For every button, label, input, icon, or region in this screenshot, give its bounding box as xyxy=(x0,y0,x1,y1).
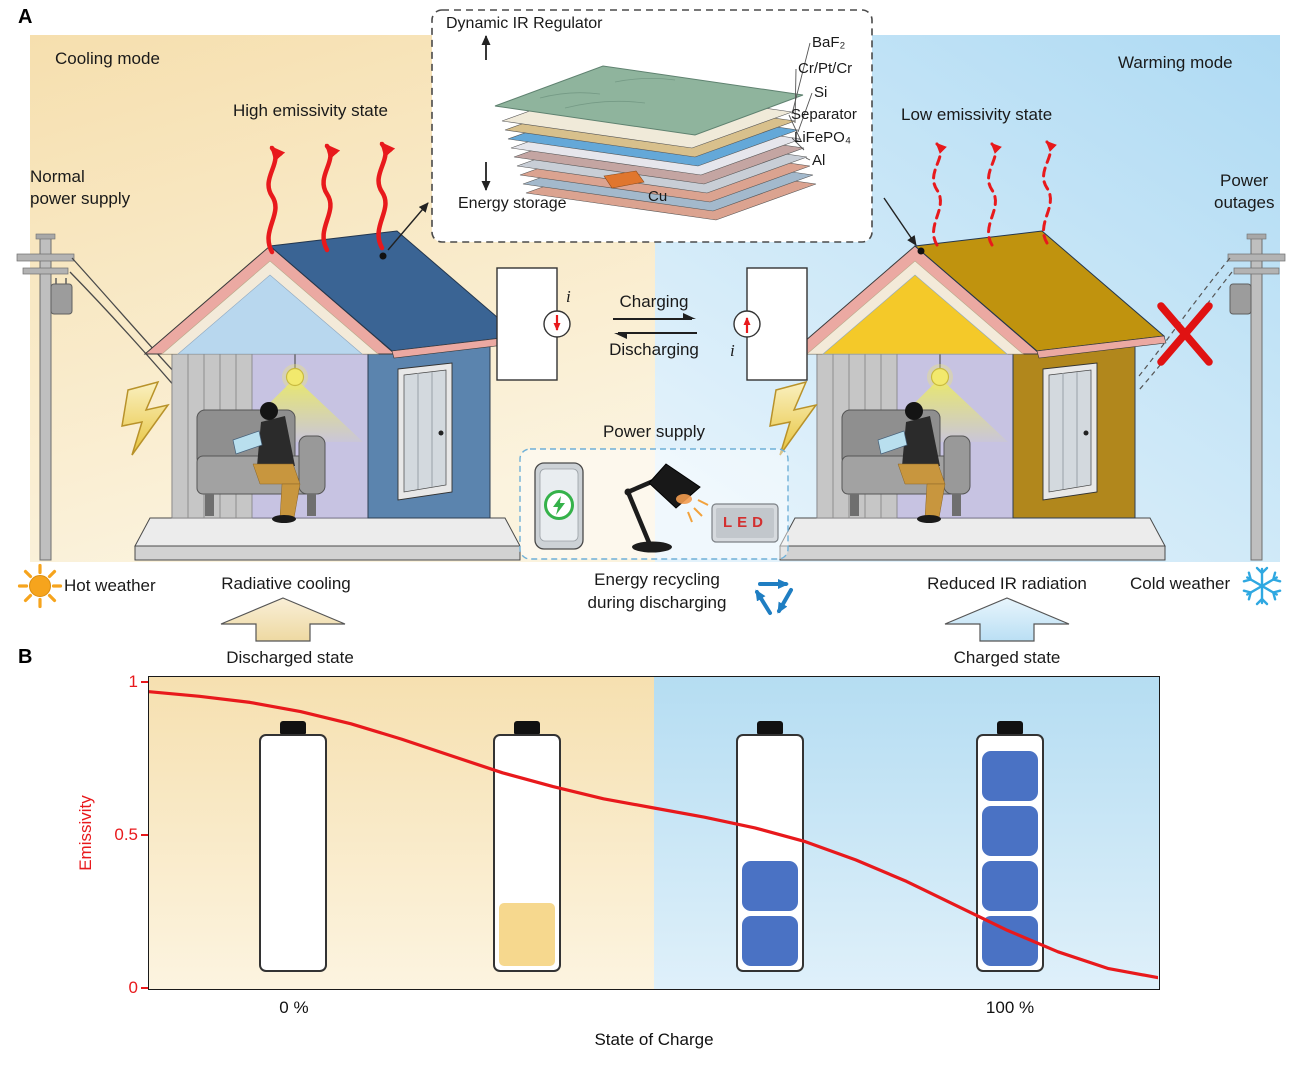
roof-dot-right xyxy=(917,247,925,255)
battery-icon xyxy=(974,721,1046,972)
normal-power-line2: power supply xyxy=(30,189,131,208)
x-tick-label: 100 % xyxy=(985,998,1035,1017)
panel-b-label: B xyxy=(18,646,33,668)
roof-dot-left xyxy=(379,252,387,260)
cooling-mode-label: Cooling mode xyxy=(55,49,160,68)
energy-recycling-line1: Energy recycling xyxy=(594,570,720,589)
lightning-bolt-left xyxy=(121,380,170,456)
y-tick-label: 0 xyxy=(128,977,138,997)
battery-body xyxy=(259,734,328,972)
led-sign xyxy=(711,503,779,543)
phone-icon xyxy=(534,462,584,550)
y-tick-label: 1 xyxy=(128,671,138,691)
battery-cap xyxy=(996,721,1023,734)
block-arrow-charged xyxy=(944,597,1070,642)
battery-cell xyxy=(742,916,799,966)
chart-plot-area xyxy=(148,676,1160,990)
green-regulator-sheet xyxy=(494,65,804,136)
high-emissivity-label: High emissivity state xyxy=(233,101,388,120)
utility-pole-left xyxy=(16,233,75,561)
layer-label-al: Al xyxy=(812,152,826,169)
cold-weather-label: Cold weather xyxy=(1130,574,1231,593)
y-tick-mark xyxy=(141,833,148,836)
sun-icon xyxy=(17,563,63,609)
discharging-label: Discharging xyxy=(609,340,699,359)
cu-label: Cu xyxy=(648,188,668,205)
lightning-bolt-right xyxy=(769,380,818,456)
battery-icon xyxy=(734,721,806,972)
emission-arrows-low xyxy=(932,140,1057,247)
block-arrow-discharged xyxy=(220,597,346,642)
hot-weather-label: Hot weather xyxy=(64,576,156,595)
power-supply-box xyxy=(519,448,789,560)
normal-power-line1: Normal xyxy=(30,167,85,186)
emission-arrows-high xyxy=(266,141,396,255)
layer-label-crptcr: Cr/Pt/Cr xyxy=(798,60,853,77)
power-outages-line1: Power xyxy=(1220,171,1269,190)
layer-label-lifepo4: LiFePO₄ xyxy=(794,129,851,146)
electrode-tab xyxy=(603,170,645,189)
low-emissivity-label: Low emissivity state xyxy=(901,105,1053,124)
current-symbol-right: i xyxy=(730,341,735,360)
power-lines-right-cut xyxy=(1138,257,1233,391)
charge-bolt-icon xyxy=(553,496,565,515)
recycle-icon xyxy=(755,579,793,615)
battery-cell xyxy=(981,806,1038,856)
battery-cap xyxy=(513,721,540,734)
leader-arrow-left xyxy=(387,202,429,251)
emissivity-curve xyxy=(149,690,1158,980)
leader-arrow-right xyxy=(883,197,917,246)
layer-leader-lines xyxy=(788,42,813,161)
battery-cap xyxy=(757,721,784,734)
power-lines-left xyxy=(69,257,177,389)
charging-label: Charging xyxy=(619,292,689,311)
led-sign-text: LED xyxy=(723,514,768,531)
discharged-region xyxy=(149,677,654,989)
inset-storage-label: Energy storage xyxy=(458,195,567,212)
x-axis-title: State of Charge xyxy=(594,1030,714,1049)
layer-label-si: Si xyxy=(814,84,828,101)
y-axis-title: Emissivity xyxy=(76,795,95,871)
y-tick-label: 0.5 xyxy=(114,824,138,844)
y-tick-mark xyxy=(141,986,148,989)
lamp-light-rays xyxy=(687,499,709,523)
charged-state-label: Charged state xyxy=(953,648,1061,667)
battery-fill xyxy=(498,902,555,966)
discharged-state-label: Discharged state xyxy=(226,648,354,667)
reduced-ir-label: Reduced IR radiation xyxy=(927,574,1087,593)
layer-label-separator: Separator xyxy=(791,106,857,123)
energy-recycling-line2: during discharging xyxy=(587,593,727,612)
warming-mode-label: Warming mode xyxy=(1118,53,1233,72)
power-outage-x xyxy=(1157,302,1213,366)
utility-pole-right xyxy=(1227,233,1286,561)
radiative-cooling-label: Radiative cooling xyxy=(221,574,351,593)
x-tick-label: 0 % xyxy=(279,998,309,1017)
battery-icon xyxy=(257,721,329,972)
equilibrium-arrows xyxy=(613,313,697,339)
device-inset xyxy=(431,9,873,243)
layer-stack xyxy=(494,65,817,221)
circuit-left xyxy=(496,267,571,381)
inset-regulator-label: Dynamic IR Regulator xyxy=(446,15,603,32)
power-supply-label: Power supply xyxy=(602,422,706,441)
battery-cell xyxy=(981,861,1038,911)
battery-cap xyxy=(280,721,307,734)
battery-cell xyxy=(742,861,799,911)
battery-cell xyxy=(981,916,1038,966)
lamp-icon xyxy=(624,463,709,553)
battery-body xyxy=(736,734,805,972)
y-tick-mark xyxy=(141,680,148,683)
battery-cell xyxy=(981,751,1038,801)
current-symbol-left: i xyxy=(566,287,571,306)
power-outages-line2: outages xyxy=(1214,193,1275,212)
panel-a-label: A xyxy=(18,6,33,28)
layer-label-baf2: BaF₂ xyxy=(812,34,846,51)
panel-a-scene xyxy=(16,9,1286,642)
battery-icons xyxy=(149,677,1159,989)
battery-body xyxy=(975,734,1044,972)
circuit-right xyxy=(733,267,808,381)
snowflake-icon xyxy=(1242,566,1282,606)
